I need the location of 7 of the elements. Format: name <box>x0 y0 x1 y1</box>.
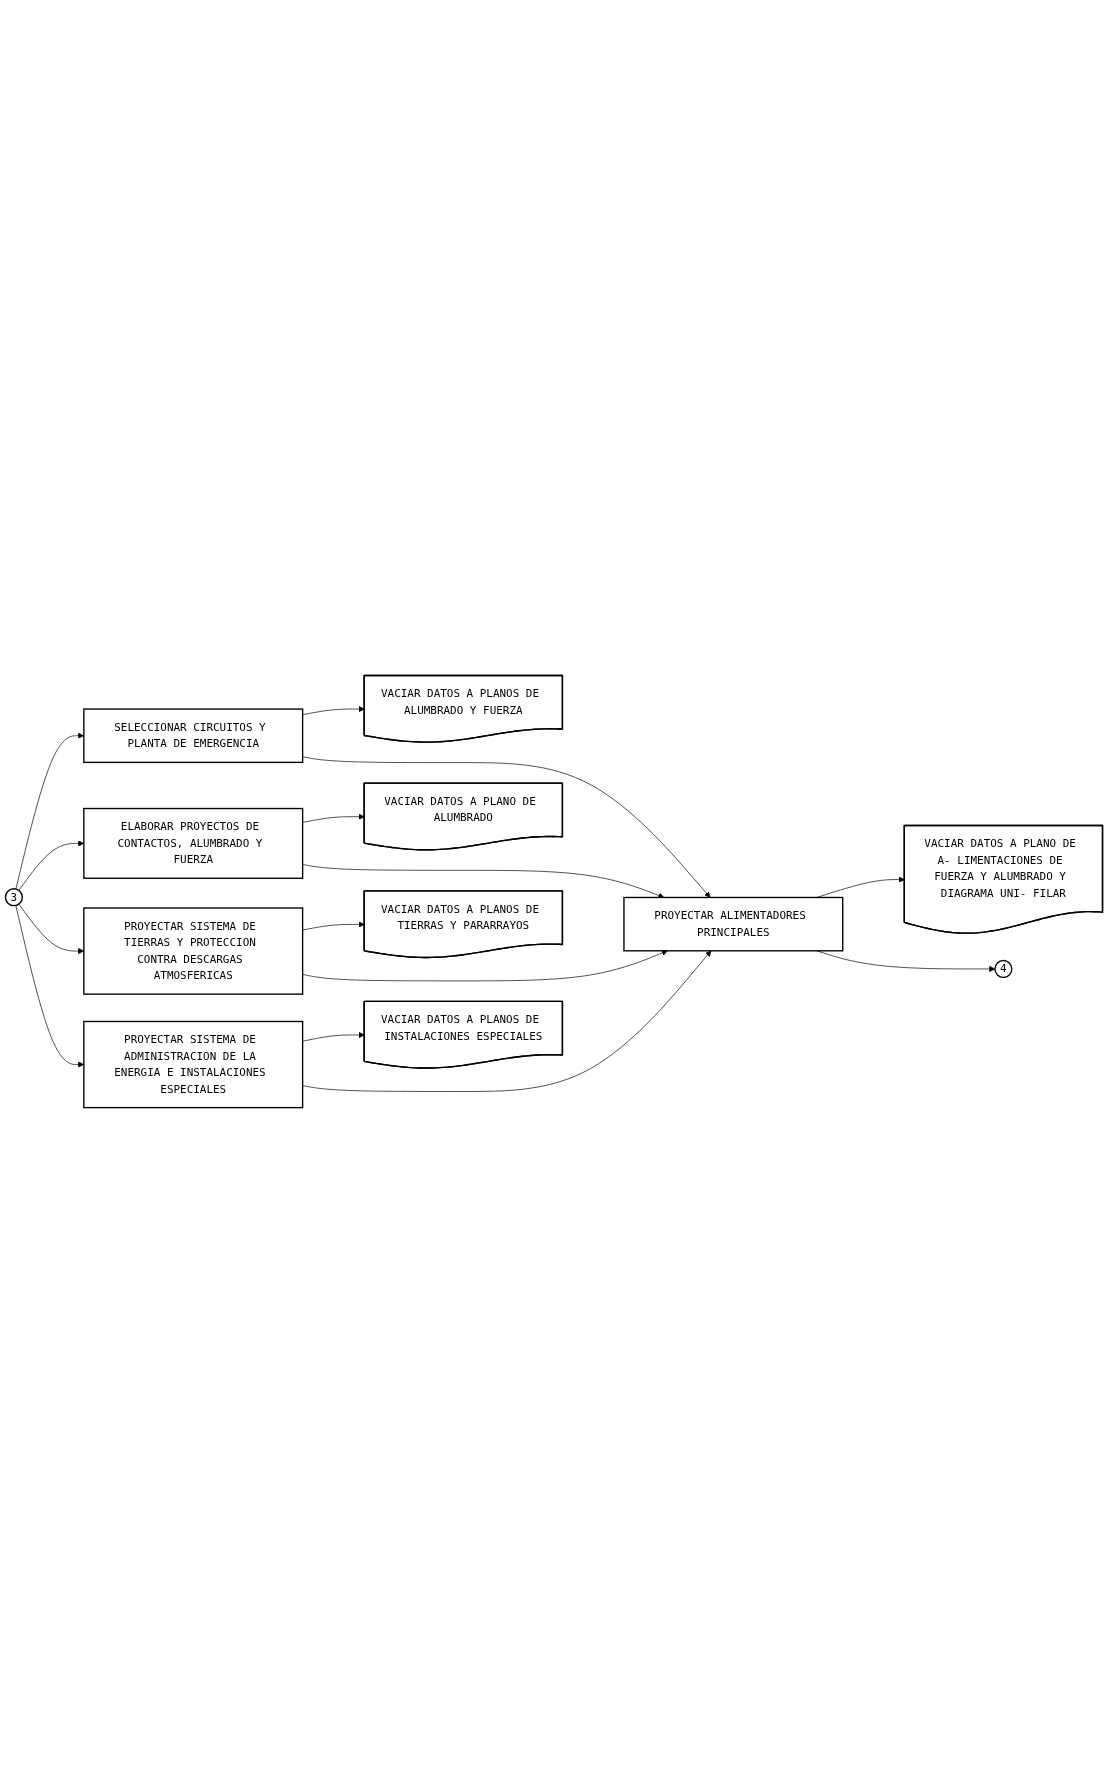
node-box: SELECCIONAR CIRCUITOS Y PLANTA DE EMERGENCIA <box>83 708 304 764</box>
node-box: PROYECTAR ALIMENTADORES PRINCIPALES <box>623 897 844 952</box>
node-box: ELABORAR PROYECTOS DE CONTACTOS, ALUMBRADO Y FUERZA <box>83 808 304 880</box>
node-box: PROYECTAR SISTEMA DE ADMINISTRACION DE LA ENERGIA E INSTALACIONES ESPECIALES <box>83 1021 304 1109</box>
node-circle: 3 <box>4 888 23 907</box>
node-box: PROYECTAR SISTEMA DE TIERRAS Y PROTECCION CONTRA DESCARGAS ATMOSFERICAS <box>83 907 304 996</box>
node-circle: 4 <box>994 960 1013 979</box>
